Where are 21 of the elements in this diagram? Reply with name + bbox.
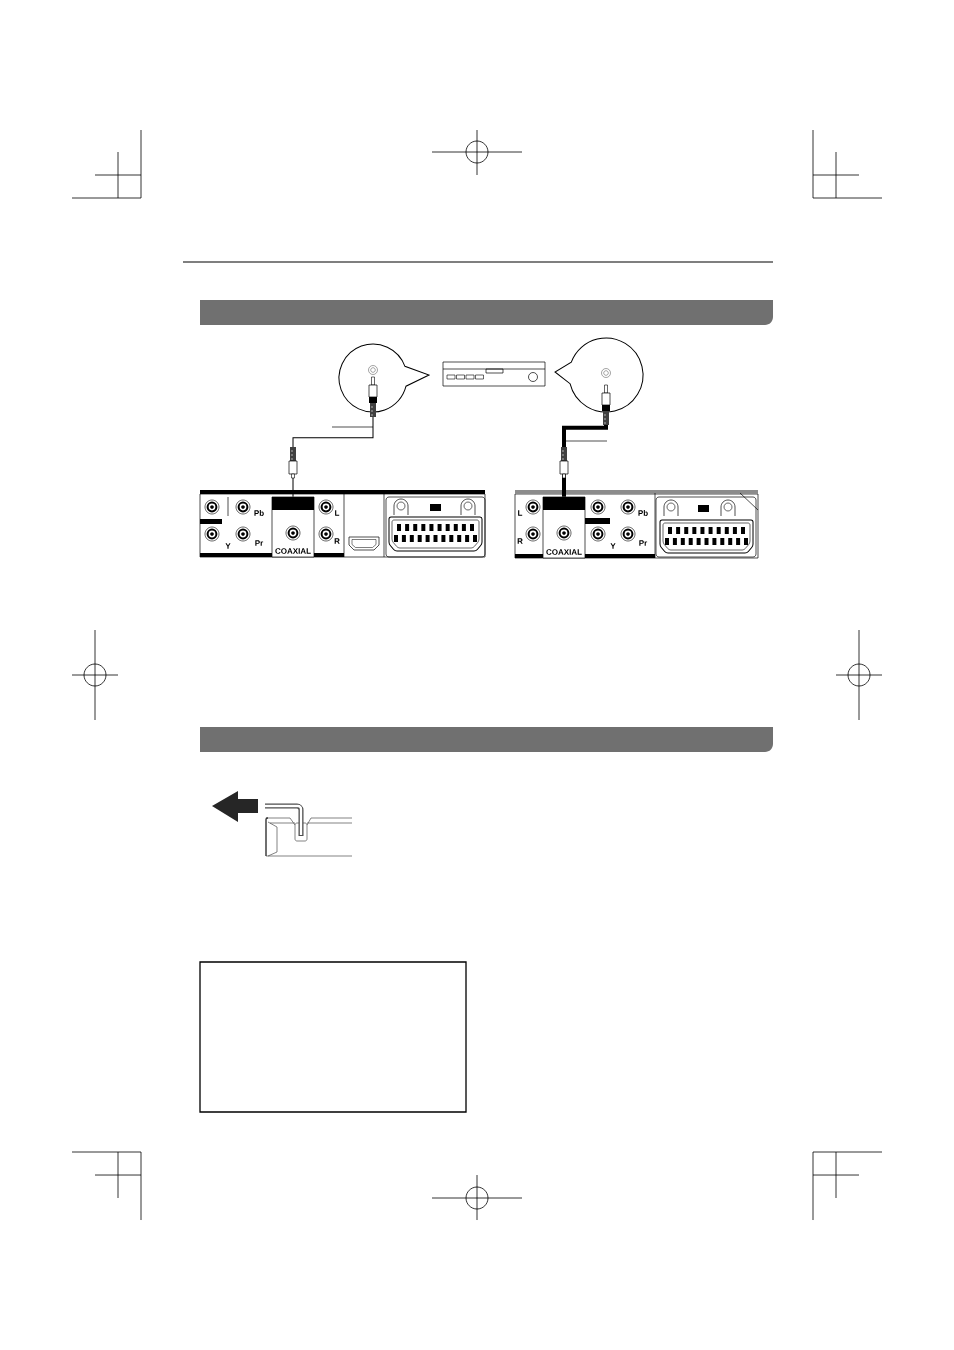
heading-bar <box>200 727 773 752</box>
port-label: Pb <box>254 510 264 516</box>
port-label: L <box>335 510 340 516</box>
port-label: R <box>517 538 523 544</box>
callout-bubble <box>338 343 430 413</box>
cable <box>288 376 378 498</box>
rear-panel <box>199 490 486 558</box>
port-label: Pb <box>638 510 648 516</box>
note-box <box>199 961 467 1113</box>
port-label: Y <box>610 543 616 549</box>
output-section: COAXIAL <box>271 496 315 558</box>
port-label: L <box>518 510 523 516</box>
port-label: Y <box>225 543 231 549</box>
port-label: R <box>334 538 340 544</box>
cable <box>559 384 611 497</box>
heading-bar <box>200 300 773 325</box>
port-label: Pr <box>639 540 648 546</box>
callout-bubble <box>554 337 644 413</box>
rear-panel <box>514 490 759 559</box>
port-label: Pr <box>255 540 264 546</box>
output-section: COAXIAL <box>542 496 586 559</box>
